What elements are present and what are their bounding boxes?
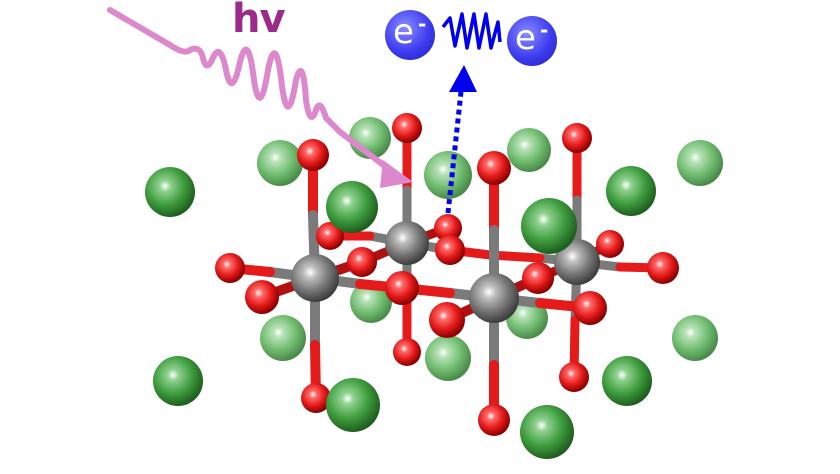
electron-icon: e -	[385, 10, 435, 60]
photon-energy-label: hv	[232, 0, 286, 42]
cation-atom-large	[521, 198, 577, 254]
photon-arrowhead	[380, 160, 413, 188]
electron-icon: e -	[507, 16, 557, 66]
metal-atoms-front	[291, 254, 519, 323]
oxygen-atoms-front	[301, 291, 607, 436]
metal-atoms	[385, 221, 600, 285]
cation-atoms-mid	[145, 151, 656, 406]
photon-wave-arrow	[107, 7, 393, 173]
oxygen-atoms-back	[316, 113, 624, 392]
electron-interaction-zigzag	[441, 12, 502, 50]
cation-atoms-front	[326, 378, 574, 459]
electron-arrowhead	[449, 65, 477, 92]
electron-emission-path	[445, 91, 464, 214]
oxygen-atoms-mid	[215, 139, 679, 314]
background-cation-atoms	[257, 117, 723, 361]
